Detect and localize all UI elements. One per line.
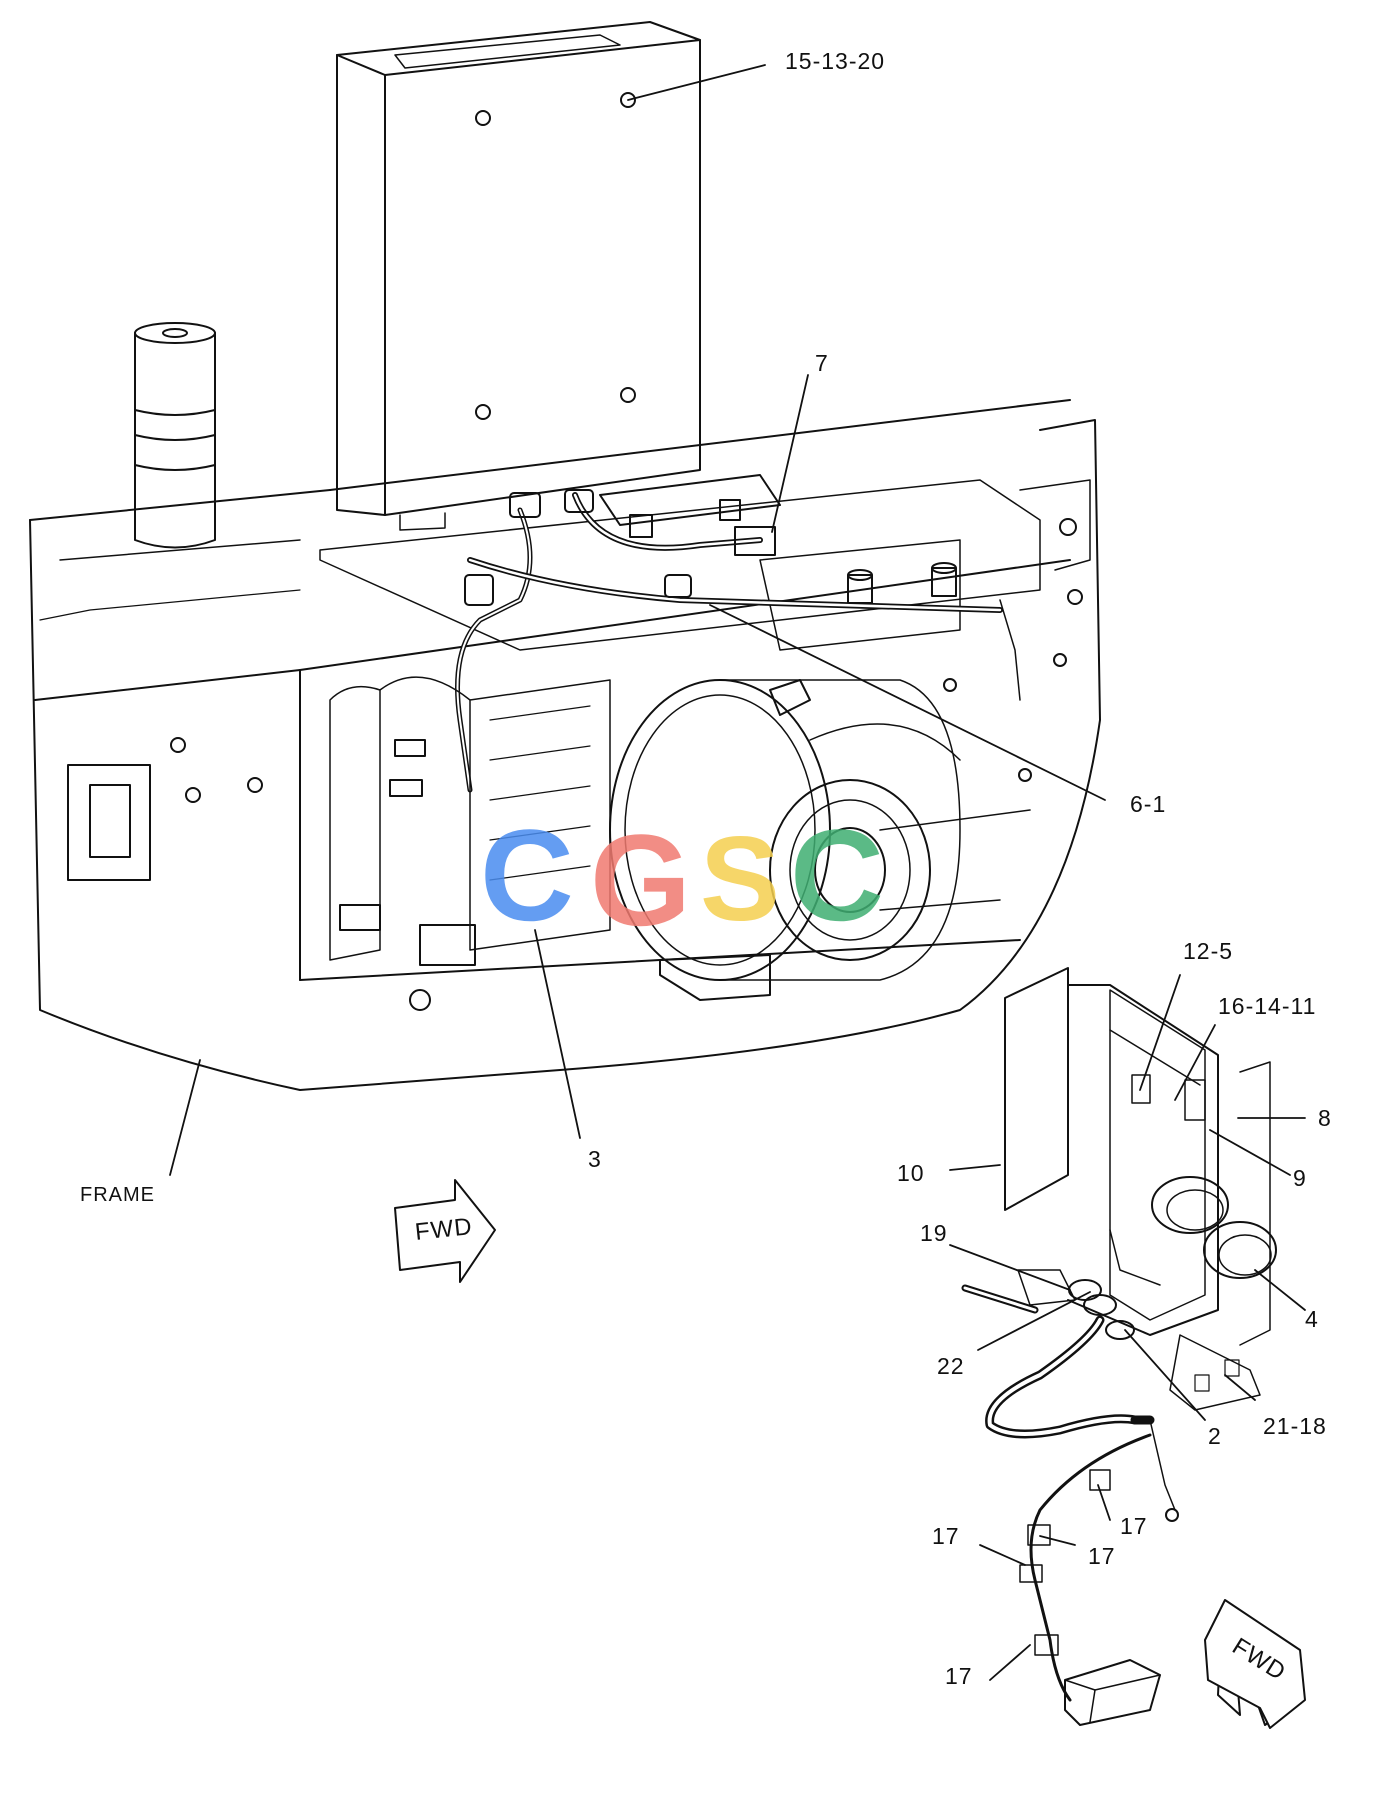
watermark: C G S C — [480, 802, 884, 953]
alternator — [329, 676, 1031, 1001]
frame-body — [29, 399, 1101, 1091]
callout-17-d: 17 — [945, 1663, 973, 1689]
watermark-letter-3: S — [700, 812, 780, 946]
callout-8: 8 — [1318, 1105, 1332, 1131]
leader-lines — [169, 64, 1306, 1681]
callout-17-a: 17 — [1120, 1513, 1148, 1539]
callout-12-5: 12-5 — [1183, 938, 1234, 964]
mounting-plate — [319, 474, 1091, 667]
callout-9: 9 — [1293, 1165, 1307, 1191]
callout-17-b: 17 — [1088, 1543, 1116, 1569]
ecm-box — [336, 21, 701, 531]
callout-17-c: 17 — [932, 1523, 960, 1549]
callout-6-1: 6-1 — [1130, 791, 1167, 817]
watermark-letter-2: G — [590, 807, 691, 953]
detail-harness — [961, 1279, 1179, 1726]
callout-3: 3 — [588, 1146, 602, 1172]
watermark-letter-1: C — [480, 802, 574, 948]
fwd-arrow-main — [394, 1179, 496, 1283]
callout-22: 22 — [937, 1353, 965, 1379]
watermark-letter-4: C — [790, 802, 884, 948]
callout-19: 19 — [920, 1220, 948, 1246]
wiring-harness — [455, 489, 1021, 793]
callout-15-13-20: 15-13-20 — [785, 48, 886, 74]
callout-16-14-11: 16-14-11 — [1218, 993, 1317, 1019]
callout-7: 7 — [815, 350, 829, 376]
callout-4: 4 — [1305, 1306, 1319, 1332]
callout-21-18: 21-18 — [1263, 1413, 1327, 1439]
callout-10: 10 — [897, 1160, 925, 1186]
callout-frame: FRAME — [80, 1184, 155, 1206]
callout-2: 2 — [1208, 1423, 1222, 1449]
cylinder-part — [134, 322, 216, 549]
switch-panel — [1004, 967, 1277, 1411]
fwd-arrow-detail — [1204, 1599, 1306, 1729]
fwd-label-main: FWD — [413, 1213, 474, 1246]
